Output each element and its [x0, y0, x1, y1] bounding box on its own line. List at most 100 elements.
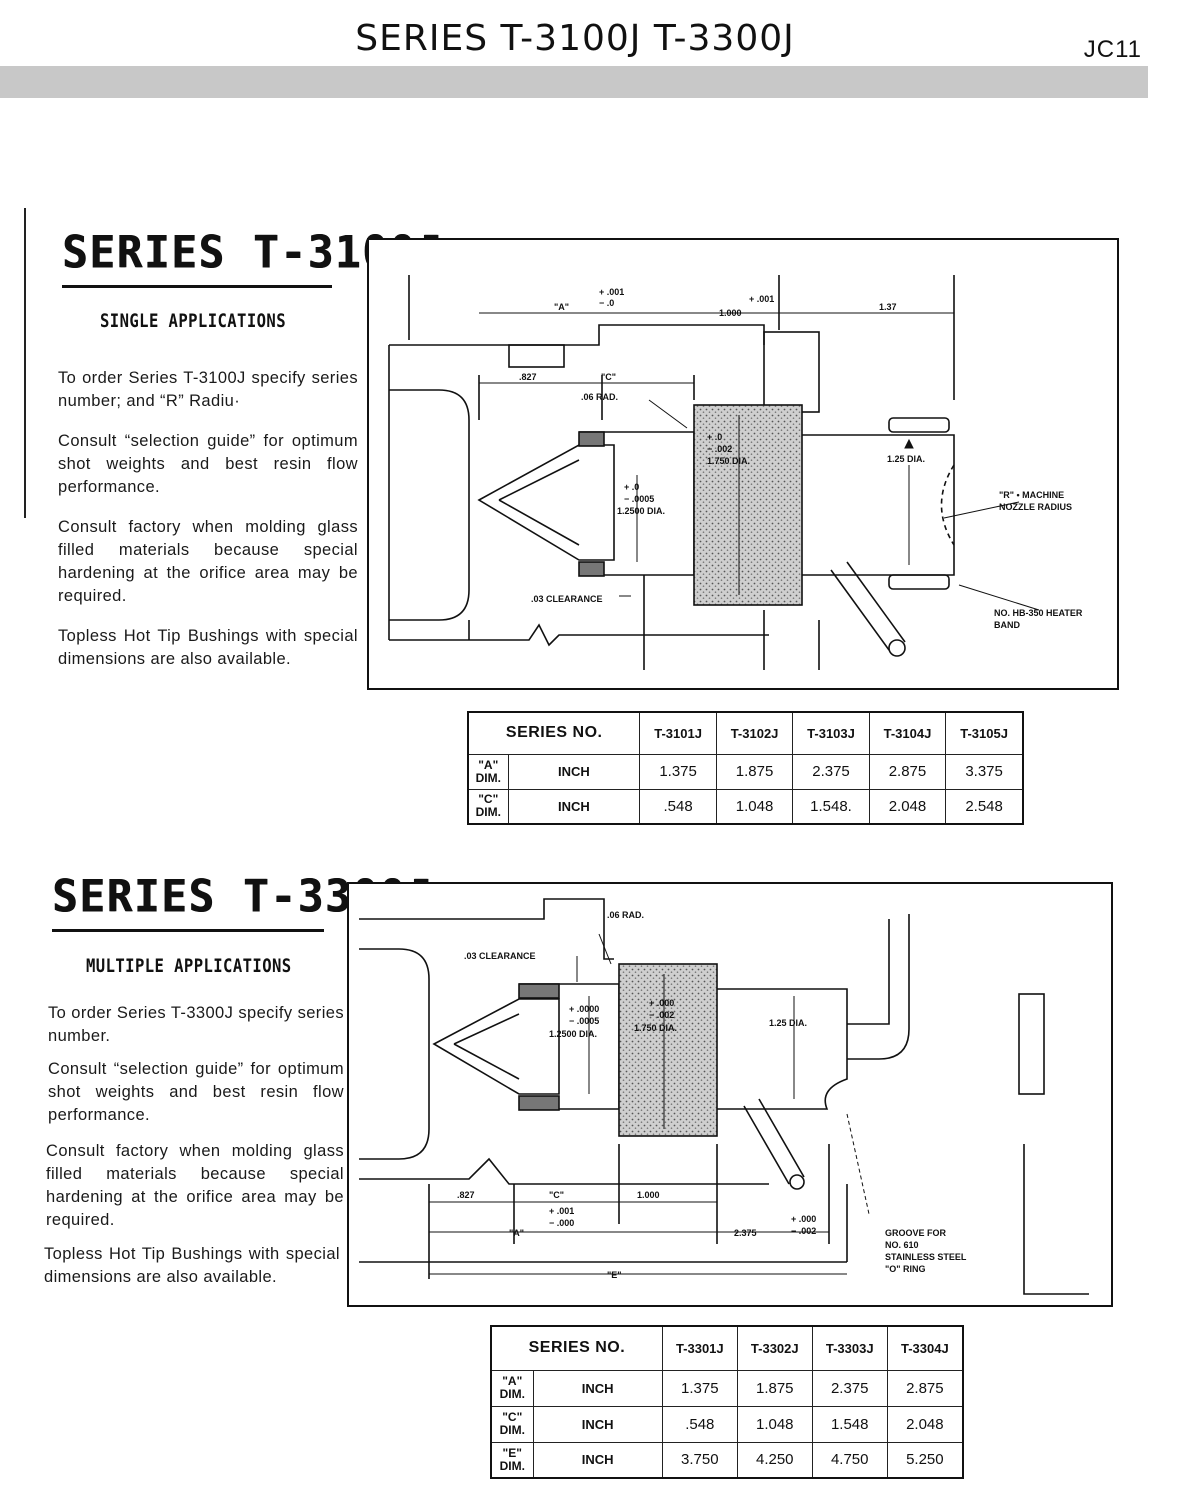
svg-text:GROOVE FOR: GROOVE FOR — [885, 1228, 947, 1238]
svg-text:+ .000: + .000 — [791, 1214, 816, 1224]
svg-text:"O" RING: "O" RING — [885, 1264, 926, 1274]
dim-label: "A" DIM. — [490, 1369, 534, 1407]
table-cell: 2.875 — [886, 1369, 964, 1407]
bushing-drawing-t3100j: "A" + .001 − .0 + .001 1.000 1.37 .827 "… — [367, 238, 1119, 690]
dim-label: "C" DIM. — [490, 1405, 534, 1443]
svg-text:− .002: − .002 — [791, 1226, 816, 1236]
table-cell: 1.048 — [715, 788, 794, 825]
table-cell: 1.375 — [639, 753, 717, 790]
unit-label: INCH — [507, 753, 641, 790]
svg-text:1.750 DIA.: 1.750 DIA. — [707, 456, 750, 466]
column-header: T-3104J — [868, 711, 947, 755]
svg-text:1.2500 DIA.: 1.2500 DIA. — [549, 1029, 597, 1039]
heading-underline — [62, 285, 332, 288]
topless-paragraph: Topless Hot Tip Bushings with special di… — [58, 627, 358, 668]
order-paragraph: To order Series T-3100J specify series n… — [58, 369, 358, 410]
dim-a-label: "A" — [509, 1228, 524, 1238]
svg-text:STAINLESS STEEL: STAINLESS STEEL — [885, 1252, 967, 1262]
svg-text:1.750 DIA.: 1.750 DIA. — [634, 1023, 677, 1033]
hardening-paragraph: Consult factory when molding glass fille… — [58, 518, 358, 605]
dim-label: "E" DIM. — [490, 1441, 534, 1479]
dim-label: "A" DIM. — [467, 753, 509, 790]
table-cell: 1.875 — [715, 753, 794, 790]
svg-text:.03 CLEARANCE: .03 CLEARANCE — [464, 951, 536, 961]
series-no-header: SERIES NO. — [490, 1325, 663, 1371]
svg-text:− .002: − .002 — [649, 1010, 674, 1020]
dim-e-label: "E" — [607, 1270, 622, 1280]
page-title: SERIES T-3100J T-3300J — [355, 18, 795, 59]
unit-label: INCH — [532, 1405, 663, 1443]
heading-underline — [52, 929, 324, 932]
svg-text:.827: .827 — [457, 1190, 475, 1200]
svg-text:+ .001: + .001 — [749, 294, 774, 304]
table-cell: 2.375 — [811, 1369, 888, 1407]
series-no-header: SERIES NO. — [467, 711, 641, 755]
svg-text:− .002: − .002 — [707, 444, 732, 454]
order-paragraph: To order Series T-3300J specify series n… — [48, 1004, 344, 1045]
table-row: "A" DIM. INCH 1.375 1.875 2.375 2.875 3.… — [467, 753, 1024, 790]
svg-text:1.2500 DIA.: 1.2500 DIA. — [617, 506, 665, 516]
table-row: "E" DIM. INCH 3.750 4.250 4.750 5.250 — [490, 1441, 964, 1479]
svg-text:− .000: − .000 — [549, 1218, 574, 1228]
svg-text:+ .001: + .001 — [549, 1206, 574, 1216]
dim-label: "C" DIM. — [467, 788, 509, 825]
svg-text:1.37: 1.37 — [879, 302, 897, 312]
table-cell: 2.048 — [886, 1405, 964, 1443]
column-header: T-3304J — [886, 1325, 964, 1371]
table-header-row: SERIES NO. T-3101J T-3102J T-3103J T-310… — [467, 711, 1024, 755]
table-cell: 2.875 — [868, 753, 947, 790]
page-code: JC11 — [1083, 36, 1142, 63]
unit-label: INCH — [532, 1441, 663, 1479]
table-row: "C" DIM. INCH .548 1.048 1.548. 2.048 2.… — [467, 788, 1024, 825]
table-cell: 1.875 — [736, 1369, 813, 1407]
column-header: T-3103J — [792, 711, 870, 755]
svg-text:BAND: BAND — [994, 620, 1020, 630]
header-bar — [0, 66, 1148, 98]
margin-rule — [24, 208, 26, 518]
svg-text:.06 RAD.: .06 RAD. — [581, 392, 618, 402]
svg-text:+ .000: + .000 — [649, 998, 674, 1008]
spec-table-t3100j: SERIES NO. T-3101J T-3102J T-3103J T-310… — [467, 711, 1024, 825]
svg-text:.03 CLEARANCE: .03 CLEARANCE — [531, 594, 603, 604]
svg-text:1.25 DIA.: 1.25 DIA. — [887, 454, 925, 464]
table-cell: 2.048 — [868, 788, 947, 825]
column-header: T-3102J — [715, 711, 794, 755]
svg-text:− .0: − .0 — [599, 298, 614, 308]
table-cell: 4.250 — [736, 1441, 813, 1479]
table-cell: 1.048 — [736, 1405, 813, 1443]
table-cell: 3.375 — [945, 753, 1024, 790]
table-row: "A" DIM. INCH 1.375 1.875 2.375 2.875 — [490, 1369, 964, 1407]
svg-text:+ .0: + .0 — [707, 432, 722, 442]
svg-text:NO. HB-350 HEATER: NO. HB-350 HEATER — [994, 608, 1083, 618]
svg-text:1.000: 1.000 — [637, 1190, 660, 1200]
column-header: T-3301J — [661, 1325, 738, 1371]
svg-text:+ .0000: + .0000 — [569, 1004, 599, 1014]
table-cell: 4.750 — [811, 1441, 888, 1479]
dim-a-label: "A" — [554, 302, 569, 312]
column-header: T-3105J — [945, 711, 1024, 755]
column-header: T-3303J — [811, 1325, 888, 1371]
table-row: "C" DIM. INCH .548 1.048 1.548 2.048 — [490, 1405, 964, 1443]
svg-text:+ .0: + .0 — [624, 482, 639, 492]
hardening-paragraph: Consult factory when molding glass fille… — [46, 1142, 344, 1229]
table-cell: 2.548 — [945, 788, 1024, 825]
svg-text:2.375: 2.375 — [734, 1228, 757, 1238]
table-cell: 1.548 — [811, 1405, 888, 1443]
svg-text:+ .001: + .001 — [599, 287, 624, 297]
svg-text:− .0005: − .0005 — [624, 494, 654, 504]
svg-text:− .0005: − .0005 — [569, 1016, 599, 1026]
bushing-drawing-t3300j: .06 RAD. .03 CLEARANCE + .0000 − .0005 1… — [347, 882, 1113, 1307]
selection-guide-paragraph: Consult “selection guide” for optimum sh… — [48, 1060, 344, 1124]
unit-label: INCH — [532, 1369, 663, 1407]
svg-text:"R" • MACHINE: "R" • MACHINE — [999, 490, 1064, 500]
spec-table-t3300j: SERIES NO. T-3301J T-3302J T-3303J T-330… — [490, 1325, 964, 1479]
svg-text:.06 RAD.: .06 RAD. — [607, 910, 644, 920]
dim-c-label: "C" — [549, 1190, 564, 1200]
column-header: T-3101J — [639, 711, 717, 755]
table-cell: 2.375 — [792, 753, 870, 790]
table-cell: 1.375 — [661, 1369, 738, 1407]
table-cell: 3.750 — [661, 1441, 738, 1479]
application-type: SINGLE APPLICATIONS — [100, 310, 287, 332]
svg-text:.827: .827 — [519, 372, 537, 382]
unit-label: INCH — [507, 788, 641, 825]
